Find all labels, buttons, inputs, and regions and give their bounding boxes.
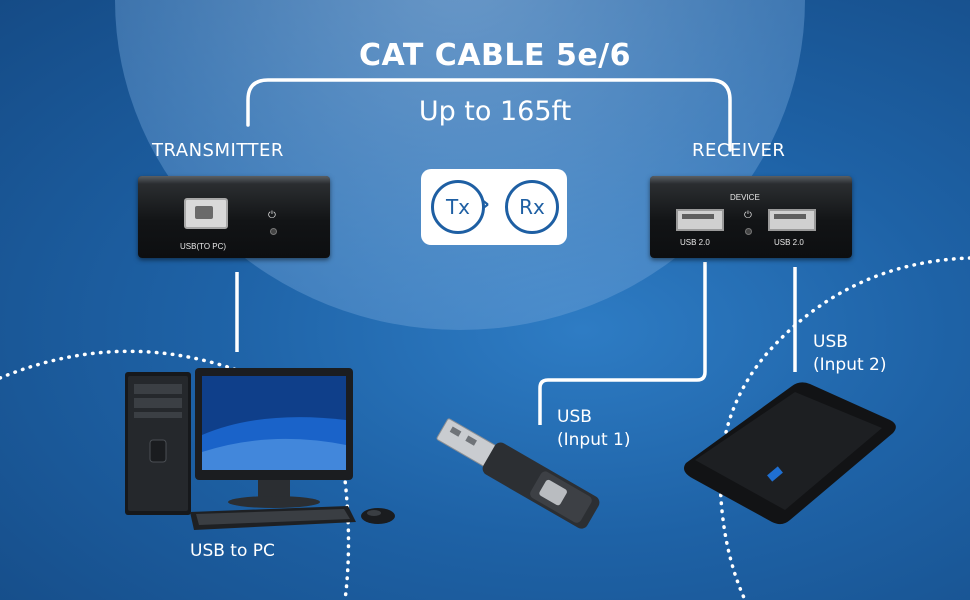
arrow-right-icon: ›: [481, 192, 491, 217]
power-icon: ⏻: [744, 210, 752, 221]
pc-tower-image: [125, 372, 191, 515]
status-led: [745, 228, 752, 235]
keyboard-image: [190, 506, 356, 530]
receiver-port-left-label: USB 2.0: [680, 238, 710, 247]
receiver-port-right-label: USB 2.0: [774, 238, 804, 247]
mouse-image: [361, 508, 395, 524]
status-led: [270, 228, 277, 235]
receiver-label: RECEIVER: [692, 140, 786, 161]
transmitter-label: TRANSMITTER: [152, 140, 284, 161]
usb-input2-caption-line1: USB: [813, 332, 848, 352]
tx-rx-badge: Tx › Rx: [421, 169, 567, 245]
page-title: CAT CABLE 5e/6: [358, 38, 632, 73]
usb-a-port-right: [768, 209, 816, 231]
cat-cable-line: [246, 78, 732, 152]
transmitter-top-edge: [138, 176, 330, 184]
rx-circle: Rx: [505, 180, 559, 234]
usb-b-port: [184, 198, 228, 229]
usb-input1-caption-line2: (Input 1): [557, 430, 631, 450]
receiver-device-label: DEVICE: [730, 193, 760, 202]
usb-input1-caption-line1: USB: [557, 407, 592, 427]
tx-circle: Tx: [431, 180, 485, 234]
transmitter-port-label: USB(TO PC): [180, 242, 227, 251]
transmitter-device: USB(TO PC) ⏻: [138, 176, 330, 258]
usb-to-pc-caption: USB to PC: [190, 541, 275, 561]
cable-distance: Up to 165ft: [418, 96, 572, 127]
receiver-top-edge: [650, 176, 852, 184]
usb-a-port-left: [676, 209, 724, 231]
receiver-device: DEVICE USB 2.0 USB 2.0 ⏻: [650, 176, 852, 258]
hard-drive-image: [684, 382, 896, 525]
monitor-image: [195, 368, 353, 508]
usb-input2-caption-line2: (Input 2): [813, 355, 887, 375]
dotted-arc-right: [718, 256, 970, 600]
power-icon: ⏻: [268, 210, 276, 221]
rx-to-flash-line: [538, 262, 707, 425]
flash-drive-image: [436, 418, 600, 529]
